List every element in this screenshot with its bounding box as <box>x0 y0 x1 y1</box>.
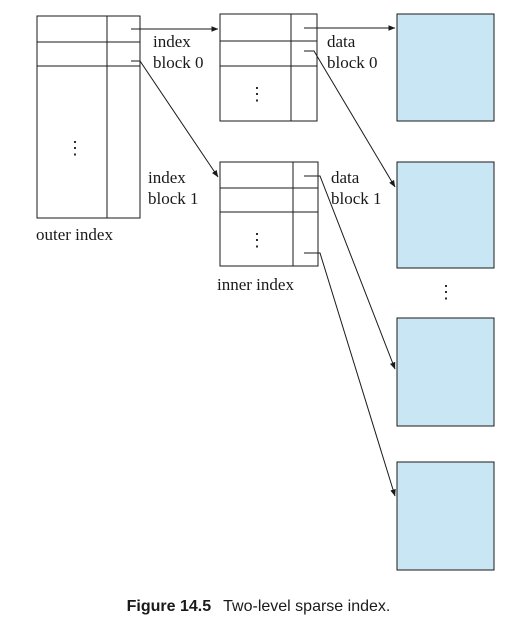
inner-index-label: inner index <box>217 275 294 294</box>
data-block-1-label-line1: data <box>331 168 360 187</box>
figure-number: Figure 14.5 <box>126 598 212 615</box>
data-blocks <box>396 13 495 571</box>
outer-index-ellipsis: ⋮ <box>66 138 84 158</box>
index-block-0-label-line1: index <box>153 32 191 51</box>
data-block-0 <box>396 13 495 122</box>
pointer-arrows <box>131 25 396 497</box>
index-block-0 <box>219 13 318 122</box>
data-block-1-label-line2: block 1 <box>331 189 382 208</box>
index-block-0-ellipsis: ⋮ <box>248 84 266 104</box>
arrow-outer-to-index-block-1 <box>131 60 219 178</box>
data-blocks-ellipsis: ⋮ <box>437 282 455 302</box>
figure-caption: Figure 14.5 Two-level sparse index. <box>0 598 517 616</box>
data-block-0-label-line2: block 0 <box>327 53 378 72</box>
data-block-1 <box>396 161 495 269</box>
outer-index-label: outer index <box>36 225 113 244</box>
index-block-1-ellipsis: ⋮ <box>248 230 266 250</box>
outer-index-table <box>36 15 141 219</box>
data-block-2 <box>396 317 495 427</box>
index-block-1-label-line1: index <box>148 168 186 187</box>
index-block-0-label-line2: block 0 <box>153 53 204 72</box>
data-block-3 <box>396 461 495 571</box>
index-block-1 <box>219 161 319 267</box>
data-block-0-label-line1: data <box>327 32 356 51</box>
arrow-index-block-0-to-data-block-1 <box>304 50 396 188</box>
arrow-index-block-1-to-data-block-2 <box>304 175 396 370</box>
arrow-index-block-1-to-data-block-3 <box>304 252 396 497</box>
figure-caption-text: Two-level sparse index. <box>223 598 391 615</box>
index-block-1-label-line2: block 1 <box>148 189 199 208</box>
